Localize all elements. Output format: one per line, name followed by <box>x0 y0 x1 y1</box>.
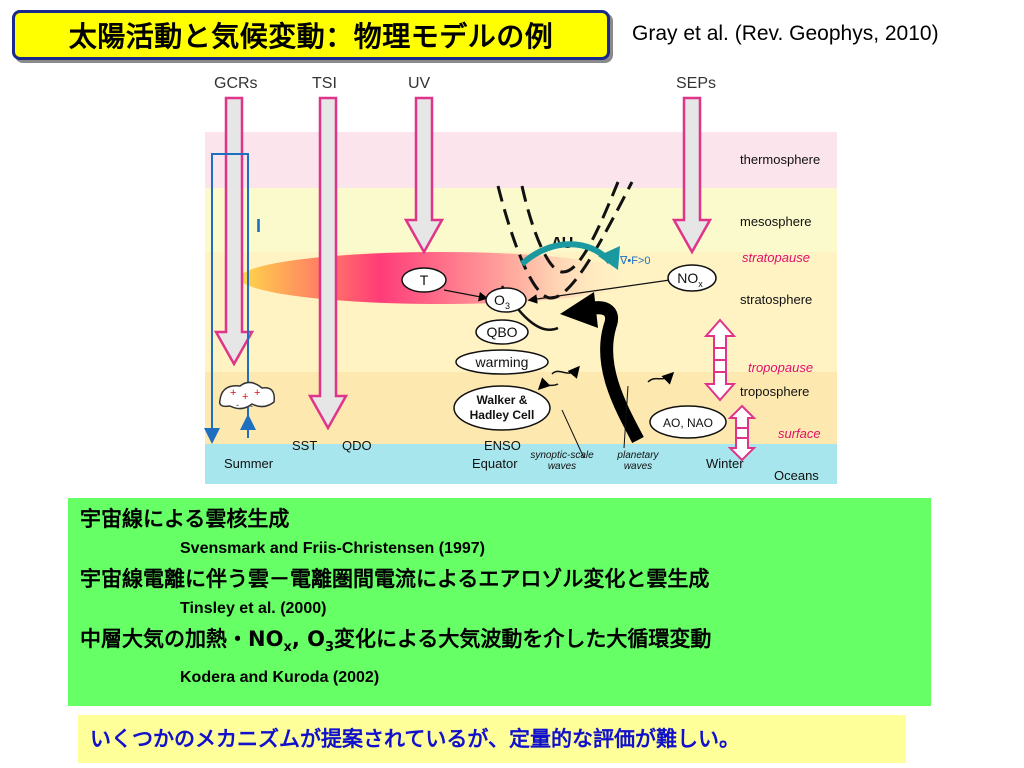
label-stratopause: stratopause <box>742 250 810 265</box>
surface-exchange-arrow <box>727 404 757 462</box>
mesosphere-band <box>205 188 837 252</box>
label-oceans: Oceans <box>774 468 819 483</box>
node-t-label: T <box>420 272 429 288</box>
label-planetary-2: waves <box>624 461 652 472</box>
forcing-seps: SEPs <box>676 75 716 92</box>
node-ao-nao-label: AO, NAO <box>663 416 713 430</box>
node-qbo <box>475 319 529 345</box>
svg-text:+: + <box>242 391 248 403</box>
node-walker-line1: Walker & <box>477 393 528 407</box>
uv-arrow <box>403 96 445 255</box>
gcrs-arrow <box>213 96 255 367</box>
svg-text:O3: O3 <box>494 292 510 311</box>
label-synoptic-1: synoptic-scale <box>530 450 594 461</box>
label-thermosphere: thermosphere <box>740 152 820 167</box>
node-walker-hadley <box>453 385 551 431</box>
citation-3: Kodera and Kuroda (2002) <box>180 669 380 687</box>
current-i-label: I <box>256 216 261 236</box>
circuit-loop <box>211 153 249 442</box>
slide-title: 太陽活動と気候変動：物理モデルの例 <box>68 20 554 53</box>
jet-curve-outer <box>496 181 634 300</box>
label-qdo: QDO <box>342 438 372 453</box>
node-nox <box>667 264 717 292</box>
svg-text:-: - <box>250 401 253 411</box>
node-o3 <box>485 287 527 313</box>
label-equator: Equator <box>472 456 518 471</box>
flux-label: ∇•F>0 <box>619 255 650 267</box>
svg-text:-: - <box>236 400 239 410</box>
label-tropopause: tropopause <box>748 360 813 375</box>
mechanism-2: 宇宙線電離に伴う雲－電離圏間電流によるエアロゾル変化と雲生成 <box>80 567 710 591</box>
cloud <box>218 381 275 410</box>
forcing-uv: UV <box>408 75 431 92</box>
jet-curve-inner <box>520 181 620 274</box>
title-banner: 太陽活動と気候変動：物理モデルの例 <box>12 10 610 60</box>
label-sst: SST <box>292 438 317 453</box>
node-ao-nao <box>649 405 727 439</box>
conclusion-text: いくつかのメカニズムが提案されているが、定量的な評価が難しい。 <box>90 727 740 751</box>
node-warming <box>455 349 549 375</box>
conclusion-box: いくつかのメカニズムが提案されているが、定量的な評価が難しい。 <box>78 715 906 763</box>
label-summer: Summer <box>224 456 274 471</box>
tsi-arrow <box>307 96 349 431</box>
label-troposphere: troposphere <box>740 384 809 399</box>
thermosphere-band <box>205 132 837 188</box>
mechanisms-box: 宇宙線による雲核生成 Svensmark and Friis-Christens… <box>68 498 931 706</box>
node-qbo-label: QBO <box>486 324 517 340</box>
citation-2: Tinsley et al. (2000) <box>180 600 327 617</box>
label-stratosphere: stratosphere <box>740 292 812 307</box>
citation-1: Svensmark and Friis-Christensen (1997) <box>180 540 486 557</box>
label-synoptic-2: waves <box>548 461 576 472</box>
label-planetary-1: planetary <box>616 450 659 461</box>
svg-text:+: + <box>230 387 236 399</box>
label-mesosphere: mesosphere <box>740 214 812 229</box>
solar-climate-diagram: thermosphere mesosphere stratopause stra… <box>200 66 840 486</box>
seps-arrow <box>671 96 713 255</box>
tropopause-exchange-arrow <box>703 318 737 402</box>
label-surface: surface <box>778 426 821 441</box>
svg-text:NOx: NOx <box>677 270 703 289</box>
node-t <box>401 267 447 293</box>
mechanism-1: 宇宙線による雲核生成 <box>80 507 290 531</box>
node-walker-line2: Hadley Cell <box>470 408 535 422</box>
forcing-tsi: TSI <box>312 75 337 92</box>
svg-text:+: + <box>254 387 260 399</box>
label-enso: ENSO <box>484 438 521 453</box>
forcing-gcrs: GCRs <box>214 75 258 92</box>
reference: Gray et al. (Rev. Geophys, 2010) <box>632 22 939 45</box>
node-warming-label: warming <box>475 354 529 370</box>
mechanism-3: 中層大気の加熱・NOx, O3変化による大気波動を介した大循環変動 <box>80 627 712 656</box>
planetary-wave-arrow <box>583 301 644 444</box>
label-winter: Winter <box>706 456 744 471</box>
